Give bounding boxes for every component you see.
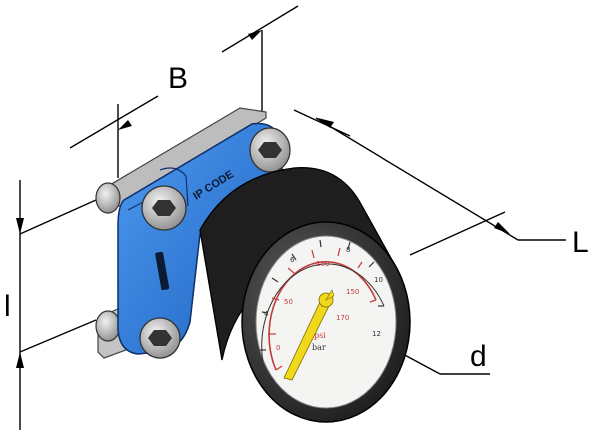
screw-top-left [141, 185, 187, 231]
extension-line [19, 319, 97, 353]
arrow-head [16, 352, 24, 368]
hex-socket-icon [258, 142, 282, 158]
screws [139, 127, 291, 359]
bar-label: 10 [374, 276, 383, 284]
block-groove [155, 251, 170, 291]
pointer-tail [325, 289, 335, 301]
dimension-b: B [69, 5, 299, 178]
psi-scale-arc [268, 261, 377, 371]
dimension-line [315, 117, 519, 241]
arrow-head [318, 118, 334, 128]
bar-ticks [260, 239, 384, 385]
label-b: B [168, 62, 188, 95]
bar-label: 8 [346, 246, 350, 254]
screw-top-right [249, 127, 291, 173]
label-d: d [470, 340, 487, 373]
mounting-plate [95, 107, 267, 359]
extension-line [409, 211, 506, 256]
psi-label: 0 [276, 344, 280, 352]
arrow-head [494, 222, 510, 234]
dimension-l-length: L [293, 109, 589, 259]
arrow-head [16, 218, 24, 234]
hex-socket-icon [148, 330, 172, 346]
bar-label: 12 [372, 330, 381, 338]
arrow-head [118, 120, 132, 130]
psi-label: 100 [316, 260, 329, 268]
arrow-head [248, 30, 262, 40]
psi-label: 170 [336, 314, 349, 322]
label-l-length: L [572, 226, 589, 259]
psi-label: 150 [346, 288, 359, 296]
dimension-l-spacing: l [4, 180, 97, 430]
unit-bar: bar [312, 343, 326, 352]
hex-socket-icon [152, 200, 176, 216]
extension-line [19, 199, 97, 235]
plate-nut [95, 310, 121, 342]
pressure-gauge: 0 50 100 150 170 2 4 6 8 10 12 psi bar [199, 167, 411, 423]
psi-ticks [268, 247, 377, 371]
plate-nut [95, 182, 121, 214]
bar-label: 2 [270, 378, 274, 386]
screw-bottom-left [139, 317, 181, 359]
dimension-line [221, 5, 299, 53]
label-l-spacing: l [4, 290, 11, 323]
mounting-block: IP CODE [117, 122, 283, 355]
psi-label: 50 [284, 298, 293, 306]
dimension-line [69, 95, 159, 149]
extension-line [293, 109, 351, 137]
block-edge [159, 167, 189, 207]
bar-label: 4 [264, 310, 269, 318]
bar-label: 6 [290, 256, 295, 264]
unit-psi: psi [314, 331, 326, 340]
